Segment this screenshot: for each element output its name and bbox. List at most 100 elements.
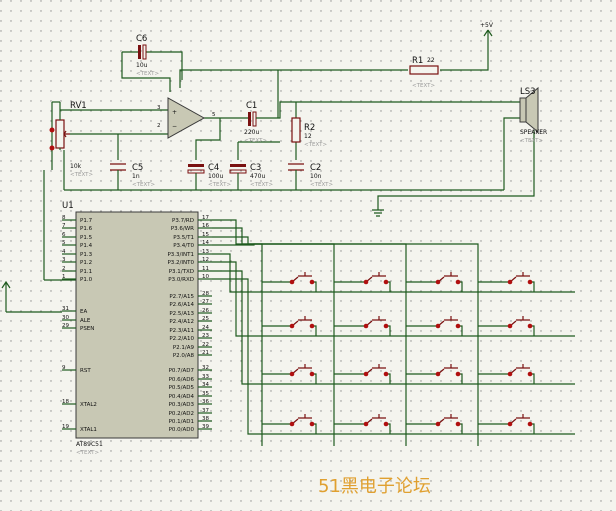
capacitor-c1: C1 220u <TEXT> bbox=[240, 101, 267, 144]
svg-text:<TEXT>: <TEXT> bbox=[208, 182, 231, 188]
keypad-button bbox=[334, 272, 391, 292]
svg-text:R2: R2 bbox=[304, 123, 315, 133]
mcu-ref-label: U1 bbox=[62, 201, 74, 211]
mcu-pin-number: 32 bbox=[202, 365, 209, 371]
keypad-button bbox=[262, 272, 317, 292]
power-terminal-5v: +5V bbox=[480, 22, 494, 37]
keypad-button bbox=[406, 316, 463, 336]
mcu-pin-name: P1.2 bbox=[80, 260, 92, 266]
svg-text:10k: 10k bbox=[70, 163, 82, 170]
svg-text:100u: 100u bbox=[208, 173, 223, 180]
svg-text:1n: 1n bbox=[132, 173, 140, 180]
svg-text:<TEXT>: <TEXT> bbox=[136, 71, 159, 77]
svg-text:220u: 220u bbox=[244, 129, 259, 136]
keypad-button bbox=[406, 414, 463, 434]
mcu-pin-number: 9 bbox=[62, 365, 66, 371]
mcu-pin-number: 4 bbox=[62, 249, 66, 255]
keypad-button bbox=[406, 364, 463, 384]
svg-text:C6: C6 bbox=[136, 34, 147, 44]
mcu-pin-name: P1.3 bbox=[80, 252, 93, 258]
mcu-text-label: <TEXT> bbox=[76, 450, 99, 456]
svg-text:<TEXT>: <TEXT> bbox=[520, 138, 543, 144]
op-amp: 3 2 5 + − bbox=[157, 97, 216, 139]
mcu-pin-name: P1.5 bbox=[80, 235, 93, 241]
mcu-pin-number: 27 bbox=[202, 299, 209, 305]
svg-text:C2: C2 bbox=[310, 163, 321, 173]
svg-text:10n: 10n bbox=[310, 173, 322, 180]
capacitor-c3: C3 470u <TEXT> bbox=[229, 163, 273, 188]
keypad-button bbox=[334, 414, 391, 434]
mcu-pin-number: 30 bbox=[62, 315, 69, 321]
mcu-pin-name: P3.2/INT0 bbox=[167, 260, 194, 266]
mcu-pin-name: P2.4/A12 bbox=[169, 319, 194, 325]
capacitor-c6: C6 10u <TEXT> bbox=[122, 34, 160, 77]
mcu-pin-name: P0.3/AD3 bbox=[169, 402, 195, 408]
mcu-pin-name: P0.7/AD7 bbox=[169, 368, 195, 374]
mcu-pin-name: P3.4/T0 bbox=[173, 243, 194, 249]
svg-text:<TEXT>: <TEXT> bbox=[310, 182, 333, 188]
keypad-col-wire bbox=[212, 219, 263, 446]
keypad-col-wire bbox=[212, 236, 407, 446]
mcu-pin-number: 17 bbox=[202, 215, 209, 221]
speaker-ls3: LS3 SPEAKER <TEXT> bbox=[519, 86, 547, 144]
mcu-pin-name: P3.5/T1 bbox=[173, 235, 194, 241]
mcu-body bbox=[75, 211, 199, 439]
mcu-pin-name: P0.6/AD6 bbox=[169, 377, 195, 383]
mcu-pin-number: 11 bbox=[202, 266, 209, 272]
svg-text:+: + bbox=[172, 109, 177, 116]
keypad-button bbox=[334, 364, 391, 384]
mcu-pin-number: 5 bbox=[62, 240, 66, 246]
mcu-pin-number: 19 bbox=[62, 424, 69, 430]
mcu-pin-name: P1.0 bbox=[80, 277, 93, 283]
mcu-pin-number: 1 bbox=[62, 274, 66, 280]
mcu-pin-name: P3.3/INT1 bbox=[167, 252, 194, 258]
mcu-pin-number: 24 bbox=[202, 325, 209, 331]
mcu-pin-number: 23 bbox=[202, 333, 209, 339]
mcu-pin-number: 37 bbox=[202, 408, 209, 414]
mcu-pin-name: P3.7/RD bbox=[172, 218, 194, 224]
mcu-pin-name: P1.4 bbox=[80, 243, 93, 249]
mcu-pin-number: 10 bbox=[202, 274, 209, 280]
mcu-pin-name: P2.5/A13 bbox=[169, 311, 194, 317]
potentiometer-rv1: RV1 10k <TEXT> bbox=[49, 101, 93, 178]
capacitor-c2: C2 10n <TEXT> bbox=[288, 163, 333, 188]
mcu-pin-name: XTAL1 bbox=[80, 427, 97, 433]
mcu-pin-name: P2.7/A15 bbox=[169, 294, 194, 300]
svg-text:C1: C1 bbox=[246, 101, 257, 111]
svg-text:<TEXT>: <TEXT> bbox=[70, 172, 93, 178]
keypad-button bbox=[262, 414, 317, 434]
mcu-pin-name: P1.6 bbox=[80, 226, 93, 232]
mcu-pin-name: PSEN bbox=[80, 326, 94, 332]
keypad-button bbox=[334, 316, 391, 336]
capacitor-c4: C4 100u <TEXT> bbox=[187, 163, 231, 188]
mcu-pin-number: 33 bbox=[202, 374, 209, 380]
mcu-pin-number: 16 bbox=[202, 223, 209, 229]
mcu-pin-number: 36 bbox=[202, 399, 209, 405]
mcu-pin-name: P2.6/A14 bbox=[169, 302, 194, 308]
keypad-row-wire bbox=[212, 270, 575, 385]
mcu-pin-number: 31 bbox=[62, 306, 69, 312]
input-arrow bbox=[1, 280, 62, 313]
mcu-pin-name: P3.1/TXD bbox=[169, 269, 194, 275]
resistor-r1: R1 22 <TEXT> bbox=[409, 56, 439, 89]
svg-text:<TEXT>: <TEXT> bbox=[132, 182, 155, 188]
mcu-pin-number: 12 bbox=[202, 257, 209, 263]
mcu-pin-number: 25 bbox=[202, 316, 209, 322]
mcu-part-label: AT89C51 bbox=[76, 441, 103, 448]
svg-text:C4: C4 bbox=[208, 163, 219, 173]
mcu-pin-name: P3.0/RXD bbox=[168, 277, 194, 283]
keypad-button bbox=[406, 272, 463, 292]
svg-text:<TEXT>: <TEXT> bbox=[304, 142, 327, 148]
mcu-pin-name: P2.2/A10 bbox=[169, 336, 194, 342]
keypad-button bbox=[478, 364, 535, 384]
mcu-pin-number: 8 bbox=[62, 215, 66, 221]
mcu-pin-number: 15 bbox=[202, 232, 209, 238]
mcu-pin-number: 14 bbox=[202, 240, 209, 246]
mcu-pin-name: RST bbox=[80, 368, 91, 374]
mcu-pin-number: 38 bbox=[202, 416, 209, 422]
mcu-pin-name: P0.5/AD5 bbox=[169, 385, 195, 391]
svg-text:C5: C5 bbox=[132, 163, 143, 173]
mcu-pin-name: P0.0/AD0 bbox=[169, 427, 195, 433]
mcu-pin-number: 35 bbox=[202, 391, 209, 397]
